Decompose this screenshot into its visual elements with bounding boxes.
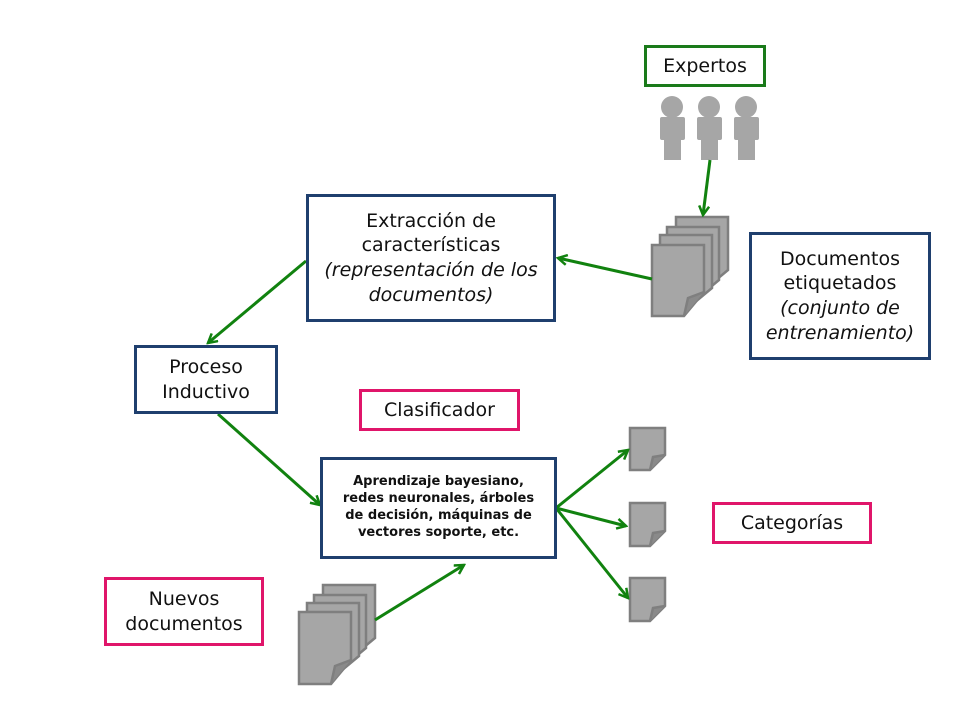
arrow-nuevos-to-algoritmos <box>374 565 464 622</box>
extraccion-line1: Extracción de <box>366 209 496 232</box>
person-icon <box>697 96 722 160</box>
arrow-extraccion-to-proceso <box>208 259 307 343</box>
categorias-box: Categorías <box>712 502 872 544</box>
documentos-etiquetados-box: Documentos etiquetados (conjunto de entr… <box>749 232 931 360</box>
algoritmos-line1: Aprendizaje bayesiano, <box>353 474 524 490</box>
algoritmos-box: Aprendizaje bayesiano, redes neuronales,… <box>320 457 557 559</box>
algoritmos-line3: de decisión, máquinas de <box>345 508 532 523</box>
proceso-inductivo-box: Proceso Inductivo <box>134 345 278 414</box>
proceso-line2: Inductivo <box>162 380 250 403</box>
expertos-box: Expertos <box>644 45 766 87</box>
arrow-docs-to-extraccion <box>558 258 653 281</box>
algoritmos-line2: redes neuronales, árboles <box>342 491 535 507</box>
extraccion-line3: (representación de los <box>324 259 538 281</box>
arrow-proceso-to-algoritmos <box>217 412 320 505</box>
category-document-icon-2 <box>628 501 667 548</box>
nuevos-line2: documentos <box>125 612 243 635</box>
arrow-algoritmos-to-cat3 <box>554 507 628 598</box>
nuevos-documentos-box: Nuevos documentos <box>104 577 264 646</box>
expertos-label: Expertos <box>663 54 747 77</box>
extraccion-box: Extracción de características (represent… <box>306 194 556 322</box>
docs-etiquetados-line4: entrenamiento) <box>765 321 915 344</box>
category-document-icon-3 <box>628 576 667 623</box>
document-stack-icon <box>650 215 730 318</box>
extraccion-line2: características <box>361 234 501 257</box>
arrow-expertos-to-docs <box>703 159 712 215</box>
clasificador-label: Clasificador <box>384 398 495 421</box>
category-document-icon-1 <box>628 426 667 472</box>
docs-etiquetados-line1: Documentos <box>780 247 900 270</box>
document-icon <box>650 243 706 318</box>
extraccion-line4: documentos) <box>368 283 494 306</box>
person-icon <box>660 96 685 160</box>
person-icon <box>734 96 759 160</box>
categorias-label: Categorías <box>740 511 844 534</box>
arrow-algoritmos-to-cat1 <box>555 450 628 510</box>
algoritmos-line4: vectores soporte, etc. <box>357 524 520 540</box>
proceso-line1: Proceso <box>169 355 243 378</box>
docs-etiquetados-line3: (conjunto de <box>780 297 900 319</box>
nuevos-line1: Nuevos <box>148 587 220 610</box>
person-group-icon <box>660 96 759 160</box>
arrow-algoritmos-to-cat2 <box>555 506 626 526</box>
clasificador-box: Clasificador <box>359 389 520 431</box>
docs-etiquetados-line2: etiquetados <box>783 272 897 295</box>
document-stack-icon <box>297 583 377 686</box>
